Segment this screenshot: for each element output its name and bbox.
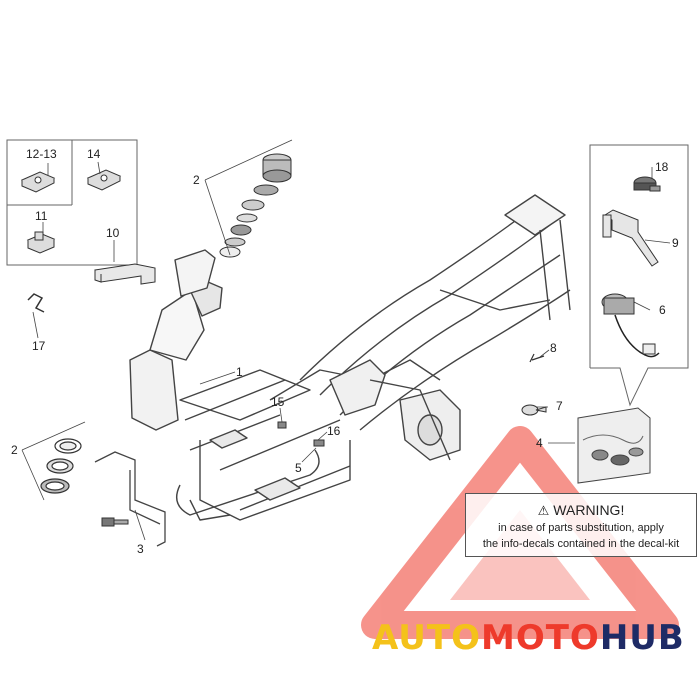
stand-part-3 [94,451,166,547]
callout-2-lower: 2 [11,443,18,457]
cap-part-18 [633,176,661,192]
steering-bearing-stack-bottom [40,438,82,494]
callout-18: 18 [655,160,669,174]
callout-1: 1 [236,365,243,379]
callout-12-13: 12-13 [26,147,57,161]
brand-part-hub: HUB [599,618,685,658]
steering-bearing-stack-top [219,153,292,258]
cage-nut-part-11 [26,231,56,254]
ignition-parts-box [589,144,689,407]
callout-15: 15 [271,395,285,409]
callout-11: 11 [35,209,48,223]
callout-5: 5 [295,461,302,475]
bolt-part [101,517,129,527]
clip-nut-part-14 [86,169,122,191]
brand-part-moto: MOTO [480,618,600,658]
bracket-part-10 [94,263,156,285]
clip-part-17 [27,293,45,313]
warning-box: ⚠WARNING! in case of parts substitution,… [465,493,697,557]
callout-10: 10 [106,226,120,240]
bolt-part-15 [277,421,287,429]
callout-7: 7 [556,399,563,413]
bracket-part-9 [602,209,659,267]
clip-nut-part-12-13 [20,171,56,193]
ignition-switch-part-6 [601,293,660,358]
callout-4: 4 [536,436,543,450]
callout-8: 8 [550,341,557,355]
decal-kit-bag-part-4 [577,407,651,484]
bolt-part-16 [313,439,325,447]
callout-6: 6 [659,303,666,317]
leader-lines [21,139,671,541]
callout-17: 17 [32,339,46,353]
callout-2-upper: 2 [193,173,200,187]
warning-title: ⚠WARNING! [466,502,696,519]
warning-triangle-icon: ⚠ [537,503,550,518]
key-part-7 [521,404,547,416]
warning-title-text: WARNING! [553,502,625,518]
callout-16: 16 [327,424,341,438]
brand-part-auto: AUTO [372,618,481,658]
watermark-brand-text: AUTOMOTOHUB [372,618,685,658]
callout-9: 9 [672,236,679,250]
frame-part-1 [129,194,571,521]
callout-3: 3 [137,542,144,556]
warning-line-2: the info-decals contained in the decal-k… [482,538,680,550]
small-parts-boxes [6,139,138,266]
warning-line-1: in case of parts substitution, apply [498,522,664,534]
pin-part-8 [529,353,545,363]
callout-14: 14 [87,147,101,161]
